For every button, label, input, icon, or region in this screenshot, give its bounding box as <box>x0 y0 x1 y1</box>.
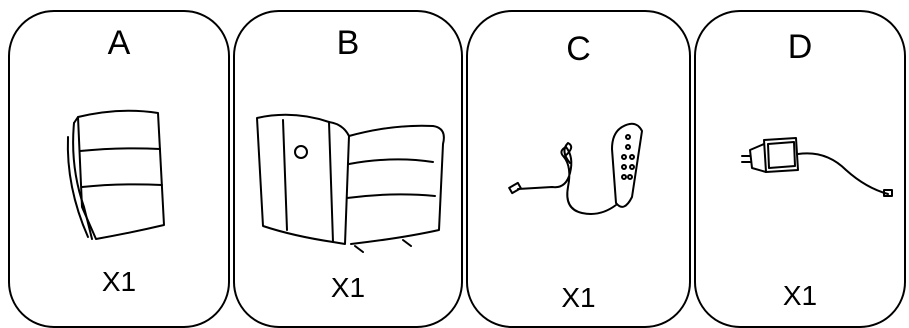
part-quantity: X1 <box>782 280 818 311</box>
part-panel-a: A X1 <box>8 10 230 328</box>
part-letter: C <box>566 30 591 68</box>
hand-remote-control-icon <box>508 122 643 215</box>
part-letter: B <box>336 24 360 62</box>
part-quantity: X1 <box>330 272 366 303</box>
part-quantity: X1 <box>561 282 596 313</box>
part-quantity: X1 <box>101 266 137 297</box>
part-panel-d: D X1 <box>694 10 906 328</box>
recliner-chair-icon <box>256 113 445 253</box>
backrest-cushion-icon <box>66 109 165 240</box>
part-panel-c: C X1 <box>466 10 691 328</box>
power-adapter-icon <box>741 137 893 197</box>
part-letter: D <box>787 28 813 66</box>
part-letter: A <box>107 24 131 62</box>
part-panel-b: B X1 <box>233 10 463 328</box>
